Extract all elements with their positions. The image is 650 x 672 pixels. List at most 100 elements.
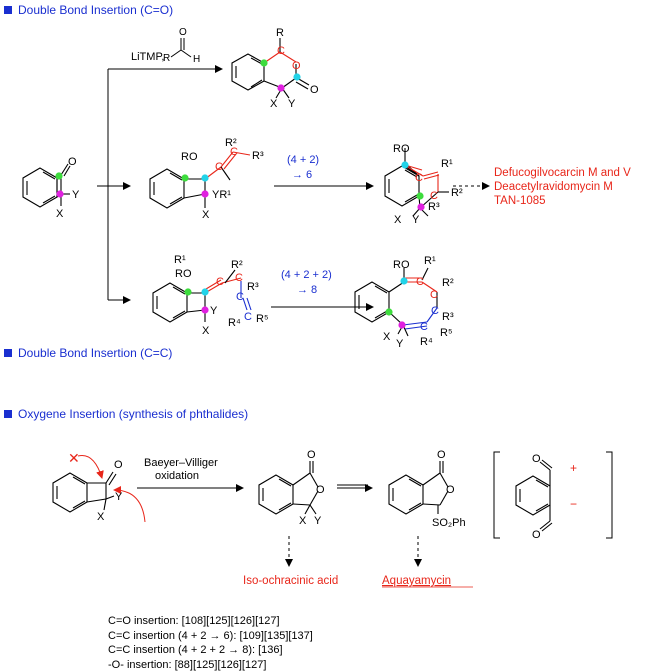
atom-label: O [437,449,446,461]
step-label-4-2: (4 + 2) [287,154,319,166]
atom-label: O [292,60,301,72]
magenta-dot-icon [56,190,64,198]
reagent-baeyer-villiger: Baeyer–Villiger [144,457,218,469]
green-dot-icon [55,172,63,180]
bullet-square-icon [4,6,12,14]
sulfonyl-phthalide [388,461,449,515]
atom-label: C [277,45,285,57]
atom-label: O [114,459,123,471]
atom-label: Y [210,305,218,317]
aldehyde-o: O [179,27,187,38]
header-ox-text: Oxygene Insertion (synthesis of phthalid… [18,407,249,421]
references-list: C=O insertion: [108][125][126][127] C=C … [108,614,313,672]
green-dot-icon [416,192,424,200]
atom-label: Y [412,214,420,226]
product-six-ring [384,148,449,217]
atom-label: C [420,321,428,333]
atom-label: O [316,484,325,496]
atom-label: R⁴ [228,317,241,329]
atom-label: X [299,515,307,527]
green-dot-icon [260,59,268,67]
target-iso-ochracinic-acid: Iso-ochracinic acid [243,575,338,587]
atom-label: O [532,529,541,541]
phthalaldehyde [515,459,553,532]
atom-label: R¹ [424,255,436,267]
target-tan-1085: TAN-1085 [494,195,546,207]
header-co-text: Double Bond Insertion (C=O) [18,3,174,17]
atom-label: Y [288,98,296,110]
atom-label: C [235,272,243,284]
atom-label: SO₂Ph [432,517,466,529]
target-deacetylravidomycin: Deacetylravidomycin M [494,181,613,193]
atom-label: RO [181,151,198,163]
atom-label: X [394,214,402,226]
atom-label: X [202,209,210,221]
reference-line: C=C insertion (4 + 2 + 2 → 8): [136] [108,644,283,656]
step-label-4-2-b: → 6 [292,169,312,181]
red-curved-arrow-icon [77,454,104,479]
phthalide-product [258,461,319,515]
aldehyde-structure [170,38,192,58]
bullet-square-icon [4,349,12,357]
cyan-dot-icon [401,161,409,169]
green-dot-icon [385,308,393,316]
atom-label: R³ [252,150,264,162]
atom-label: C [430,289,438,301]
atom-label: R³ [442,311,454,323]
atom-label: R² [451,187,463,199]
header-cc: Double Bond Insertion (C=C) [4,346,172,360]
atom-label: O [307,449,316,461]
atom-label: R² [231,259,243,271]
atom-label: RO [175,268,192,280]
green-dot-icon [181,174,189,182]
header-co: Double Bond Insertion (C=O) [4,3,173,17]
magenta-dot-icon [398,321,406,329]
atom-label: C [236,291,244,303]
atom-label: Y [72,189,80,201]
bracket [493,451,613,539]
atom-label: X [97,511,105,523]
atom-label: C [416,276,424,288]
atom-label: YR¹ [212,189,231,201]
atom-label: C [431,305,439,317]
atom-label: X [202,325,210,337]
red-curved-arrow-icon [113,486,146,523]
atom-label: C [230,146,238,158]
ox-start-molecule [52,471,117,513]
atom-label: O [446,484,455,496]
branch-arrows [97,65,490,311]
magenta-dot-icon [201,190,209,198]
step-label-4-2-2: (4 + 2 + 2) [281,269,332,281]
cyan-dot-icon [293,73,301,81]
atom-label: O [310,84,319,96]
bullet-square-icon [4,410,12,418]
header-cc-text: Double Bond Insertion (C=C) [18,346,173,360]
reference-line: C=O insertion: [108][125][126][127] [108,615,280,627]
atom-label: Y [396,338,404,350]
atom-label: Y [115,491,123,503]
target-aquayamycin: Aquayamycin [382,575,451,587]
atom-label: R¹ [174,254,186,266]
atom-label: R³ [428,201,440,213]
magenta-dot-icon [417,203,425,211]
green-dot-icon [184,288,192,296]
reference-line: C=C insertion (4 + 2 → 6): [109][135][13… [108,629,313,642]
atom-label: R⁵ [440,327,453,339]
atom-label: C [415,172,423,184]
atom-label: Y [314,515,322,527]
header-ox: Oxygene Insertion (synthesis of phthalid… [4,407,248,421]
cyan-dot-icon [201,174,209,182]
target-defucogilvocarcin: Defucogilvocarcin M and V [494,167,631,179]
start-molecule [22,163,71,208]
magenta-dot-icon [201,306,209,314]
reference-line: -O- insertion: [88][125][126][127] [108,658,267,671]
charge-minus: − [570,497,577,511]
atom-label: R [276,27,284,39]
atom-label: O [68,156,77,168]
atom-label: R³ [247,281,259,293]
aldehyde-r: R [163,53,170,64]
atom-label: X [56,208,64,220]
charge-plus: + [570,461,577,475]
atom-label: R² [225,137,237,149]
